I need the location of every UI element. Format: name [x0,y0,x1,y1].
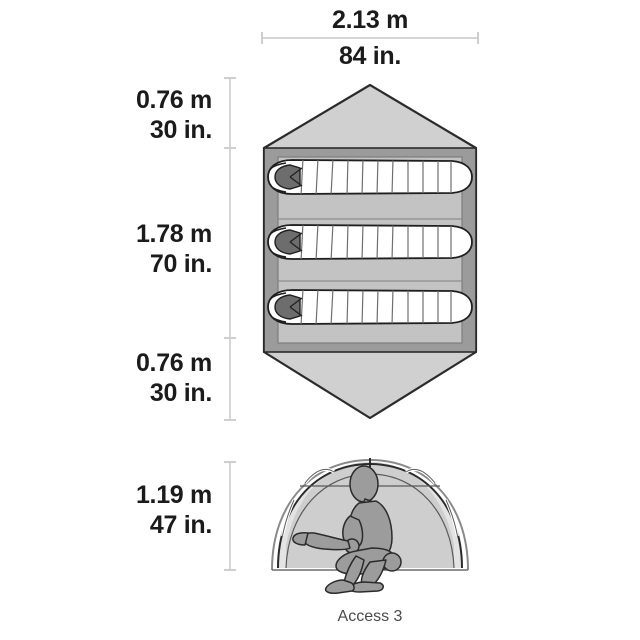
rear-vestibule-metric: 0.76 m [135,349,212,377]
bag-hood-opening [274,294,301,320]
seated-person-figure [292,465,402,594]
sleeping-bag [267,289,473,325]
sleeping-bag [267,224,473,260]
front-vestibule-metric: 0.76 m [135,86,212,114]
floor-length-dimension-label: 1.78 m 70 in. [30,220,212,279]
figure-hand [292,532,309,546]
elevation-vertical-dimension-line [224,461,236,571]
bag-baffles [268,160,452,194]
bag-baffles [268,225,452,259]
front-vestibule-dimension-label: 0.76 m 30 in. [30,86,212,145]
hood-cinch-lines [289,167,303,187]
bag-hood-opening [274,164,301,190]
rear-vestibule-dimension-label: 0.76 m 30 in. [30,349,212,408]
width-dimension-line [261,32,479,44]
pole-clip-outlines [282,468,458,537]
peak-height-dimension-label: 1.19 m 47 in. [30,481,212,540]
bag-hood-opening [274,229,301,255]
figure-head [349,465,379,503]
rear-vestibule-imperial: 30 in. [149,378,212,407]
plan-vertical-dimension-line [224,77,236,421]
hood-collar [268,292,287,323]
hood-cinch-lines [289,297,303,317]
width-dimension-label-metric: 2.13 m [331,6,409,34]
peak-height-metric: 1.19 m [135,481,212,509]
floor-length-imperial: 70 in. [149,249,212,278]
hood-collar [268,227,287,258]
front-vestibule-imperial: 30 in. [149,115,212,144]
width-dimension-label-imperial: 84 in. [338,42,402,70]
peak-height-imperial: 47 in. [149,510,212,539]
hood-cinch-lines [289,232,303,252]
hood-collar [268,162,287,193]
figure-foot-back [324,579,355,594]
side-elevation-view [271,458,469,594]
bag-baffles [268,290,452,324]
floor-plan-top-view [262,83,478,420]
sleeping-bag [267,159,473,195]
floor-length-metric: 1.78 m [135,220,212,248]
product-caption: Access 3 [337,608,403,625]
